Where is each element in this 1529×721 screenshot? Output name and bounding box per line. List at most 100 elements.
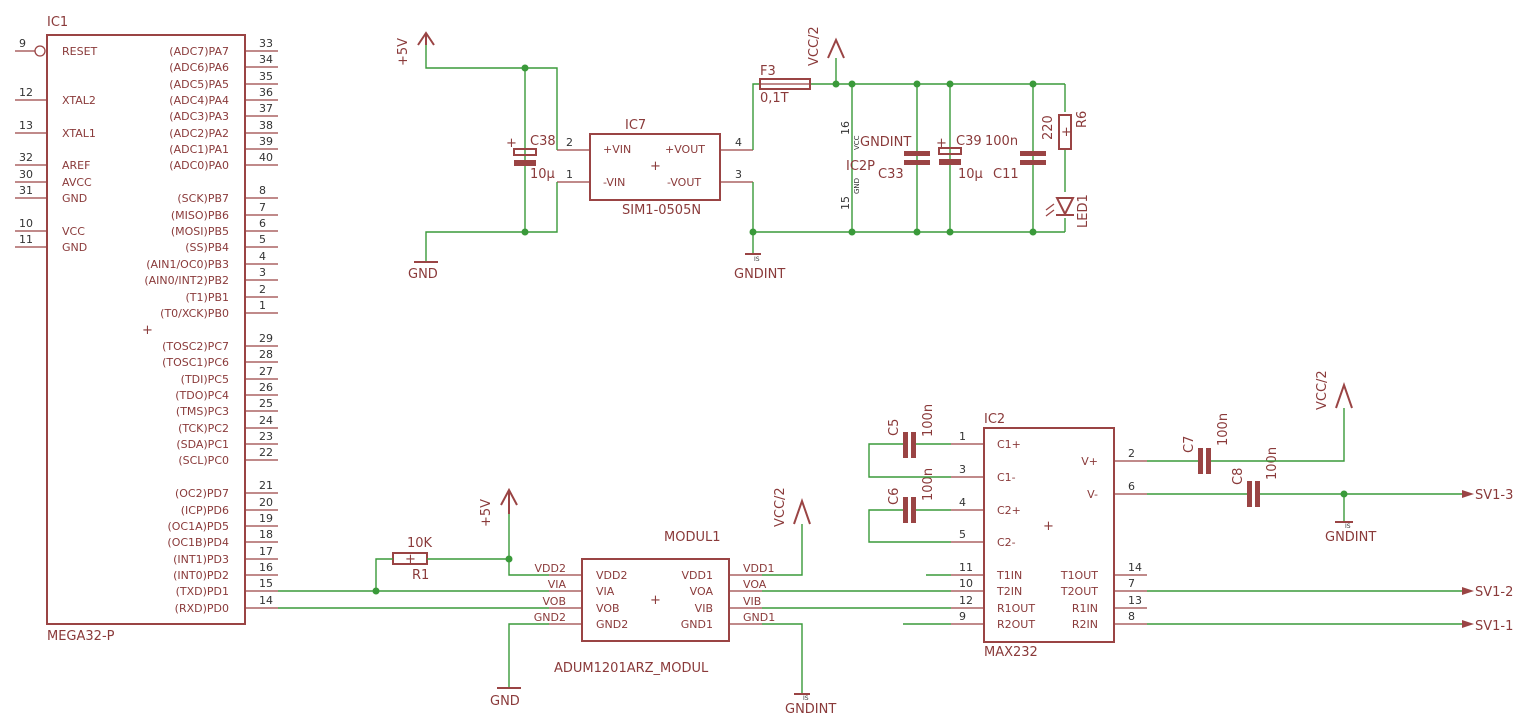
f3-fuse[interactable]: F3 0,1T bbox=[759, 64, 811, 106]
led1[interactable]: LED1 bbox=[1045, 194, 1091, 228]
ic7-pin-num: 4 bbox=[735, 136, 742, 149]
ic1-pin[interactable]: 34(ADC6)PA6 bbox=[169, 53, 278, 74]
ic2-pin[interactable]: 1C1+ bbox=[951, 430, 1021, 451]
ic1-pin[interactable]: 3(AIN0/INT2)PB2 bbox=[144, 266, 278, 287]
connector-sv1-3[interactable]: SV1-3 bbox=[1462, 488, 1513, 503]
ic2-left-pins: 1C1+ 3C1- 4C2+ 5C2- 11T1IN10T2IN12R1OUT9R2OU… bbox=[951, 430, 1035, 631]
ic2-pin[interactable]: 3C1- bbox=[951, 463, 1016, 484]
c6-capacitor[interactable]: C6 100n bbox=[887, 468, 936, 523]
ic7-dcdc[interactable]: IC7 SIM1-0505N + 2 1 4 3 +VIN -VIN +VOUT… bbox=[557, 118, 753, 218]
ic1-pin-num: 20 bbox=[259, 496, 273, 509]
ic2-pin-num: 2 bbox=[1128, 447, 1135, 460]
c38-capacitor[interactable]: + C38 10µ bbox=[506, 134, 556, 182]
ic2-pin[interactable]: 4C2+ bbox=[951, 496, 1021, 517]
c33-capacitor[interactable]: C33 bbox=[878, 151, 930, 182]
ic1-pin-num: 4 bbox=[259, 250, 266, 263]
modul1-part: ADUM1201ARZ_MODUL bbox=[554, 661, 709, 676]
ic1-pin-num: 8 bbox=[259, 184, 266, 197]
r6-resistor[interactable]: + 220 R6 bbox=[1041, 111, 1090, 150]
ic1-pin[interactable]: 36(ADC4)PA4 bbox=[169, 86, 278, 107]
ic1-pin[interactable]: 15(TXD)PD1 bbox=[176, 577, 278, 598]
ic1-pin[interactable]: 35(ADC5)PA5 bbox=[169, 70, 278, 91]
connector-sv1-1[interactable]: SV1-1 bbox=[1462, 619, 1513, 634]
ic1-pin[interactable]: 22(SCL)PC0 bbox=[178, 446, 278, 467]
ic1-pin[interactable]: 37(ADC3)PA3 bbox=[169, 102, 278, 123]
ic1-pin[interactable]: 16(INT0)PD2 bbox=[173, 561, 278, 582]
ic1-pin[interactable]: 39(ADC1)PA1 bbox=[169, 135, 278, 156]
c5-capacitor[interactable]: C5 100n bbox=[887, 404, 936, 458]
c39-capacitor[interactable]: + C39 100n 10µ bbox=[936, 134, 1018, 182]
ic1-pin[interactable]: 21(OC2)PD7 bbox=[175, 479, 278, 500]
ic1-pin[interactable]: 33(ADC7)PA7 bbox=[169, 37, 278, 58]
ic2-max232[interactable]: IC2 MAX232 + 1C1+3C1-4C2+5C2-11T1IN10T2I… bbox=[951, 412, 1147, 660]
ic1-pin[interactable]: 28(TOSC1)PC6 bbox=[162, 348, 278, 369]
ic1-pin[interactable]: 4(AIN1/OC0)PB3 bbox=[146, 250, 278, 271]
ic2-pin[interactable]: 6V- bbox=[1087, 480, 1147, 501]
ic1-pin[interactable]: 2(T1)PB1 bbox=[186, 283, 278, 304]
modul1-net-label: VIB bbox=[743, 595, 761, 608]
ic1-pin[interactable]: 18(OC1B)PD4 bbox=[167, 528, 278, 549]
c7-capacitor[interactable]: C7 100n bbox=[1182, 413, 1231, 474]
ic1-pin[interactable]: 6(MOSI)PB5 bbox=[171, 217, 278, 238]
ic2-pin[interactable]: 5C2- bbox=[951, 528, 1016, 549]
ic1-pin[interactable]: 40(ADC0)PA0 bbox=[169, 151, 278, 172]
ic1-pin[interactable]: 7(MISO)PB6 bbox=[171, 201, 278, 222]
ic1-pin[interactable]: 29(TOSC2)PC7 bbox=[162, 332, 278, 353]
supply-label: VCC/2 bbox=[1315, 370, 1330, 410]
ic1-pin[interactable]: 14(RXD)PD0 bbox=[175, 594, 278, 615]
c39-plate-pos bbox=[938, 147, 962, 155]
c11-capacitor[interactable]: C11 bbox=[993, 151, 1046, 182]
c7-plate-a bbox=[1198, 448, 1203, 474]
ic1-pin[interactable]: 1(T0/XCK)PB0 bbox=[160, 299, 278, 320]
ic1-pin[interactable]: 20(ICP)PD6 bbox=[181, 496, 278, 517]
ic1-pin-num: 13 bbox=[19, 119, 33, 132]
ic1-pin[interactable]: 5(SS)PB4 bbox=[185, 233, 278, 254]
ic1-pin[interactable]: 24(TCK)PC2 bbox=[178, 414, 278, 435]
r1-resistor[interactable]: + 10K R1 bbox=[392, 536, 433, 583]
ic1-pin-num: 16 bbox=[259, 561, 273, 574]
ic2p-power[interactable]: IC2P GNDINT 16 15 VCC GND bbox=[839, 121, 911, 210]
ic1-pin[interactable]: 26(TDO)PC4 bbox=[175, 381, 278, 402]
connector-arrow bbox=[1462, 587, 1474, 595]
connector-sv1-2[interactable]: SV1-2 bbox=[1462, 585, 1513, 600]
ic7-body bbox=[589, 133, 721, 201]
ic1-pin[interactable]: 8(SCK)PB7 bbox=[177, 184, 278, 205]
ic1-pin[interactable]: 19(OC1A)PD5 bbox=[167, 512, 278, 533]
ic2-pin[interactable]: 2V+ bbox=[1081, 447, 1147, 468]
ic1-pin[interactable]: 27(TDI)PC5 bbox=[181, 365, 278, 386]
ic1-pin[interactable]: 25(TMS)PC3 bbox=[176, 397, 278, 418]
supply-gnd-top: GND bbox=[408, 261, 438, 282]
ic1-pin[interactable]: 38(ADC2)PA2 bbox=[169, 119, 278, 140]
ic1-pin[interactable]: 23(SDA)PC1 bbox=[176, 430, 278, 451]
modul1-adum1201[interactable]: MODUL1 ADUM1201ARZ_MODUL + VDD2VDD2VIAVI… bbox=[534, 530, 775, 676]
supply-label: GNDINT bbox=[785, 702, 836, 717]
ic1-mega32[interactable]: IC1 MEGA32-P + 9RESET12XTAL213XTAL132ARE… bbox=[15, 15, 278, 644]
ic1-pin[interactable]: 17(INT1)PD3 bbox=[173, 545, 278, 566]
c8-capacitor[interactable]: C8 100n bbox=[1231, 447, 1280, 507]
